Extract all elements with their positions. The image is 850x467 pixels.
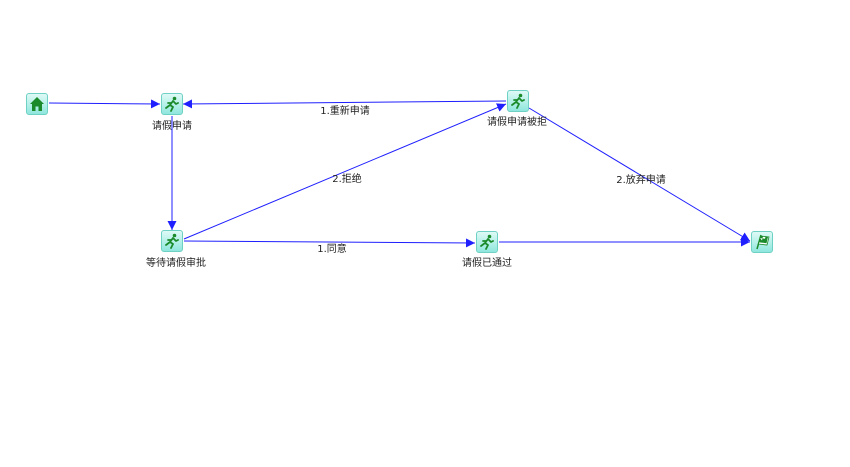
home-icon [30,97,44,111]
approved-node-label: 请假已通过 [462,258,512,269]
edge-agree[interactable] [183,238,476,248]
edge-reject-label: 2.拒绝 [332,174,362,185]
approved-node[interactable] [476,231,498,253]
edge-reject[interactable] [183,103,507,240]
runner-icon [511,93,525,109]
runner-icon [480,234,494,250]
runner-icon [165,233,179,249]
edge-give-up-label: 2.放弃申请 [616,175,666,186]
end-node[interactable] [751,231,773,253]
checkered-flag-icon [756,234,770,250]
apply-node[interactable] [161,93,183,115]
edge-give-up[interactable] [528,107,751,242]
wait-approval-node[interactable] [161,230,183,252]
edge-agree-label: 1.同意 [317,244,347,255]
rejected-node-label: 请假申请被拒 [487,117,547,128]
edge-reapply[interactable] [182,99,507,109]
edge-reapply-label: 1.重新申请 [320,106,370,117]
wait-approval-node-label: 等待请假审批 [146,258,206,269]
start-node[interactable] [26,93,48,115]
rejected-node[interactable] [507,90,529,112]
edge-start-to-apply[interactable] [48,99,161,109]
apply-node-label: 请假申请 [152,121,192,132]
runner-icon [165,96,179,112]
